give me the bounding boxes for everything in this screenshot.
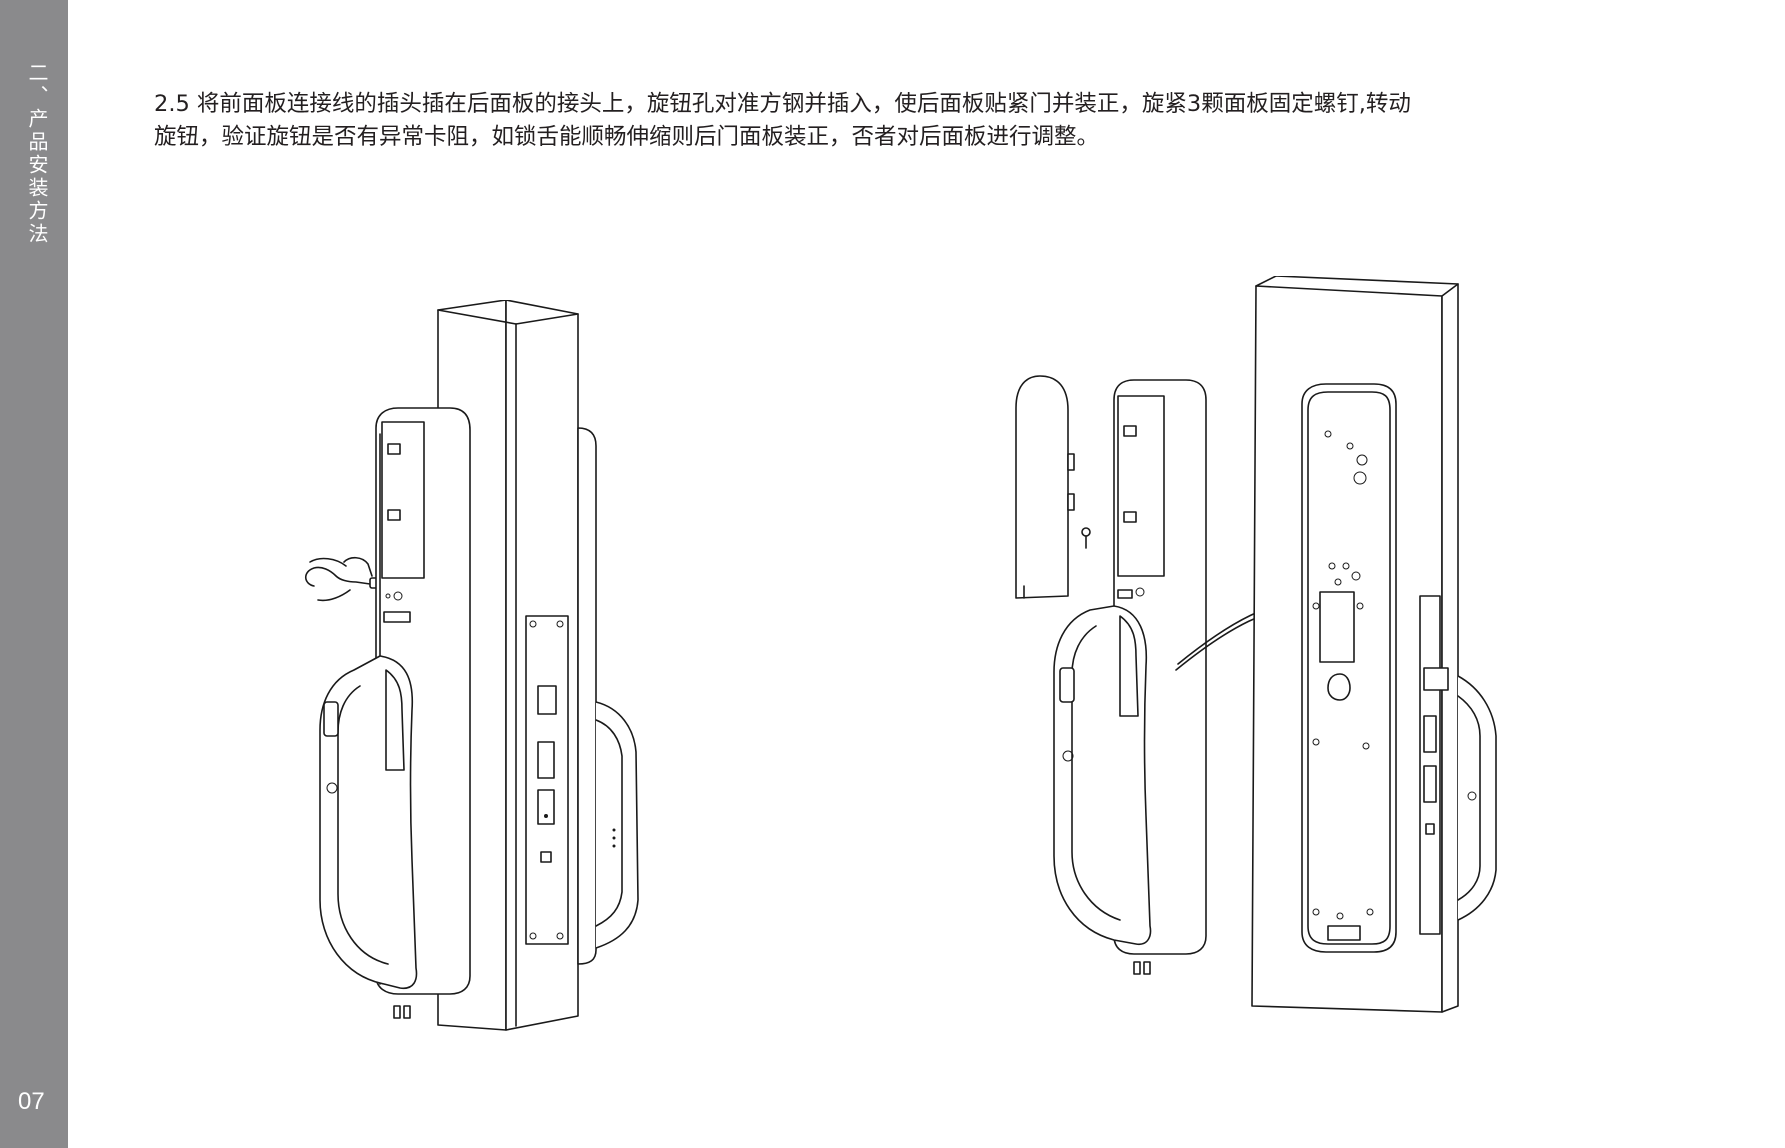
section-title: 二、产品安装方法: [25, 62, 49, 246]
front-handle: [319, 655, 418, 990]
door-lock-assembled-illustration: [304, 300, 639, 1031]
sidebar: 二、产品安装方法 07: [0, 0, 68, 1148]
front-handle-exploded: [1053, 605, 1152, 946]
figure-exploded-lock: [1010, 276, 1510, 1016]
mortise-plate: [525, 615, 569, 945]
screw-icon: [1081, 527, 1091, 549]
instruction-line-1: 2.5 将前面板连接线的插头插在后面板的接头上，旋钮孔对准方钢并插入，使后面板贴…: [154, 91, 1411, 117]
page-number: 07: [18, 1088, 45, 1115]
instruction-text: 2.5 将前面板连接线的插头插在后面板的接头上，旋钮孔对准方钢并插入，使后面板贴…: [154, 88, 1614, 154]
mortise-plate-right: [1419, 595, 1449, 935]
figure-assembled-lock: [300, 300, 680, 1040]
door-lock-exploded-illustration: [1015, 276, 1497, 1013]
back-panel: [1301, 383, 1397, 953]
instruction-line-2: 旋钮，验证旋钮是否有异常卡阻，如锁舌能顺畅伸缩则后门面板装正，否者对后面板进行调…: [154, 124, 1100, 150]
battery-cover: [1015, 375, 1075, 599]
